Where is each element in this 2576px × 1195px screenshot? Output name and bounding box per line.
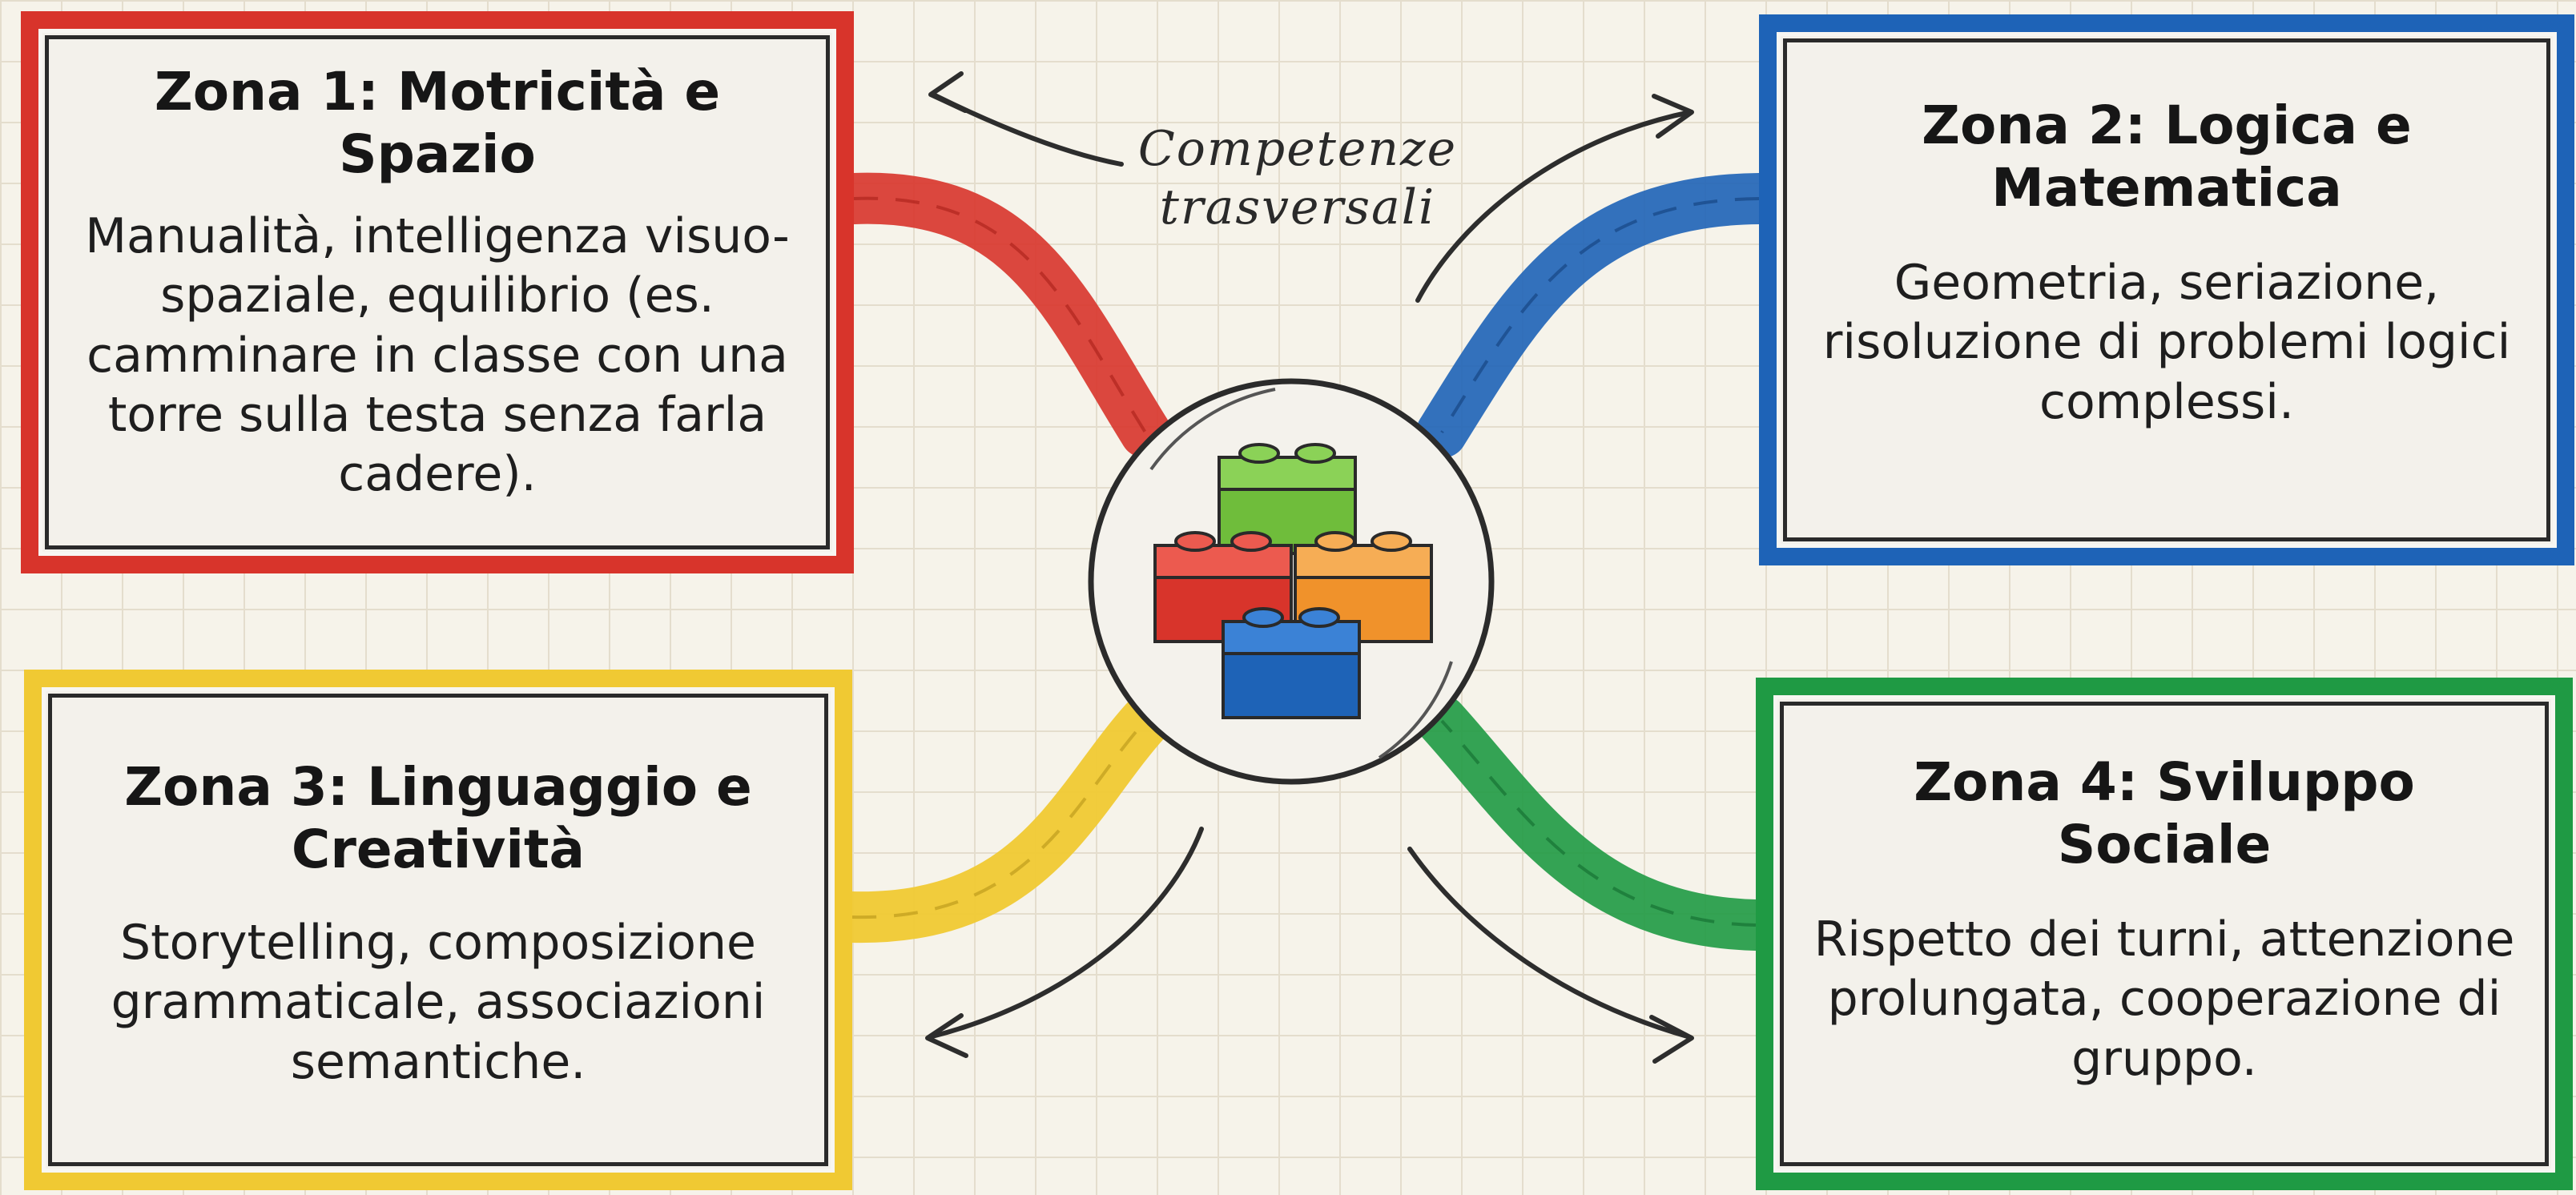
arrow-to-zone2 bbox=[1415, 110, 1693, 303]
lego-bricks-icon bbox=[1153, 443, 1433, 719]
zone-1-card: Zona 1: Motricità e Spazio Manualità, in… bbox=[21, 11, 854, 573]
zone-4-card: Zona 4: Sviluppo Sociale Rispetto dei tu… bbox=[1756, 678, 2573, 1190]
zone-3-description: Storytelling, composizione grammaticale,… bbox=[111, 914, 766, 1090]
zone-3-card: Zona 3: Linguaggio e Creatività Storytel… bbox=[24, 670, 852, 1190]
central-hub bbox=[1075, 365, 1507, 798]
arrow-to-zone4 bbox=[1407, 847, 1693, 1040]
connector-yellow bbox=[827, 695, 1171, 944]
zone-2-description: Geometria, seriazione, risoluzione di pr… bbox=[1822, 254, 2511, 430]
transversal-skills-line2: trasversali bbox=[1159, 179, 1436, 236]
zone-2-title: Zona 2: Logica e Matematica bbox=[1922, 95, 2412, 219]
zone-2-card: Zona 2: Logica e Matematica Geometria, s… bbox=[1759, 14, 2574, 565]
zone-3-title: Zona 3: Linguaggio e Creatività bbox=[124, 756, 752, 880]
zone-1-description: Manualità, intelligenza visuo-spaziale, … bbox=[85, 207, 790, 503]
arrow-to-zone1 bbox=[931, 92, 1124, 167]
zone-1-title: Zona 1: Motricità e Spazio bbox=[154, 61, 721, 185]
transversal-skills-line1: Competenze bbox=[1137, 121, 1458, 177]
transversal-skills-label: Competenze trasversali bbox=[1121, 120, 1474, 237]
zone-4-title: Zona 4: Sviluppo Sociale bbox=[1914, 751, 2415, 875]
arrow-to-zone3 bbox=[927, 827, 1204, 1040]
zone-4-description: Rispetto dei turni, attenzione prolungat… bbox=[1813, 911, 2515, 1087]
